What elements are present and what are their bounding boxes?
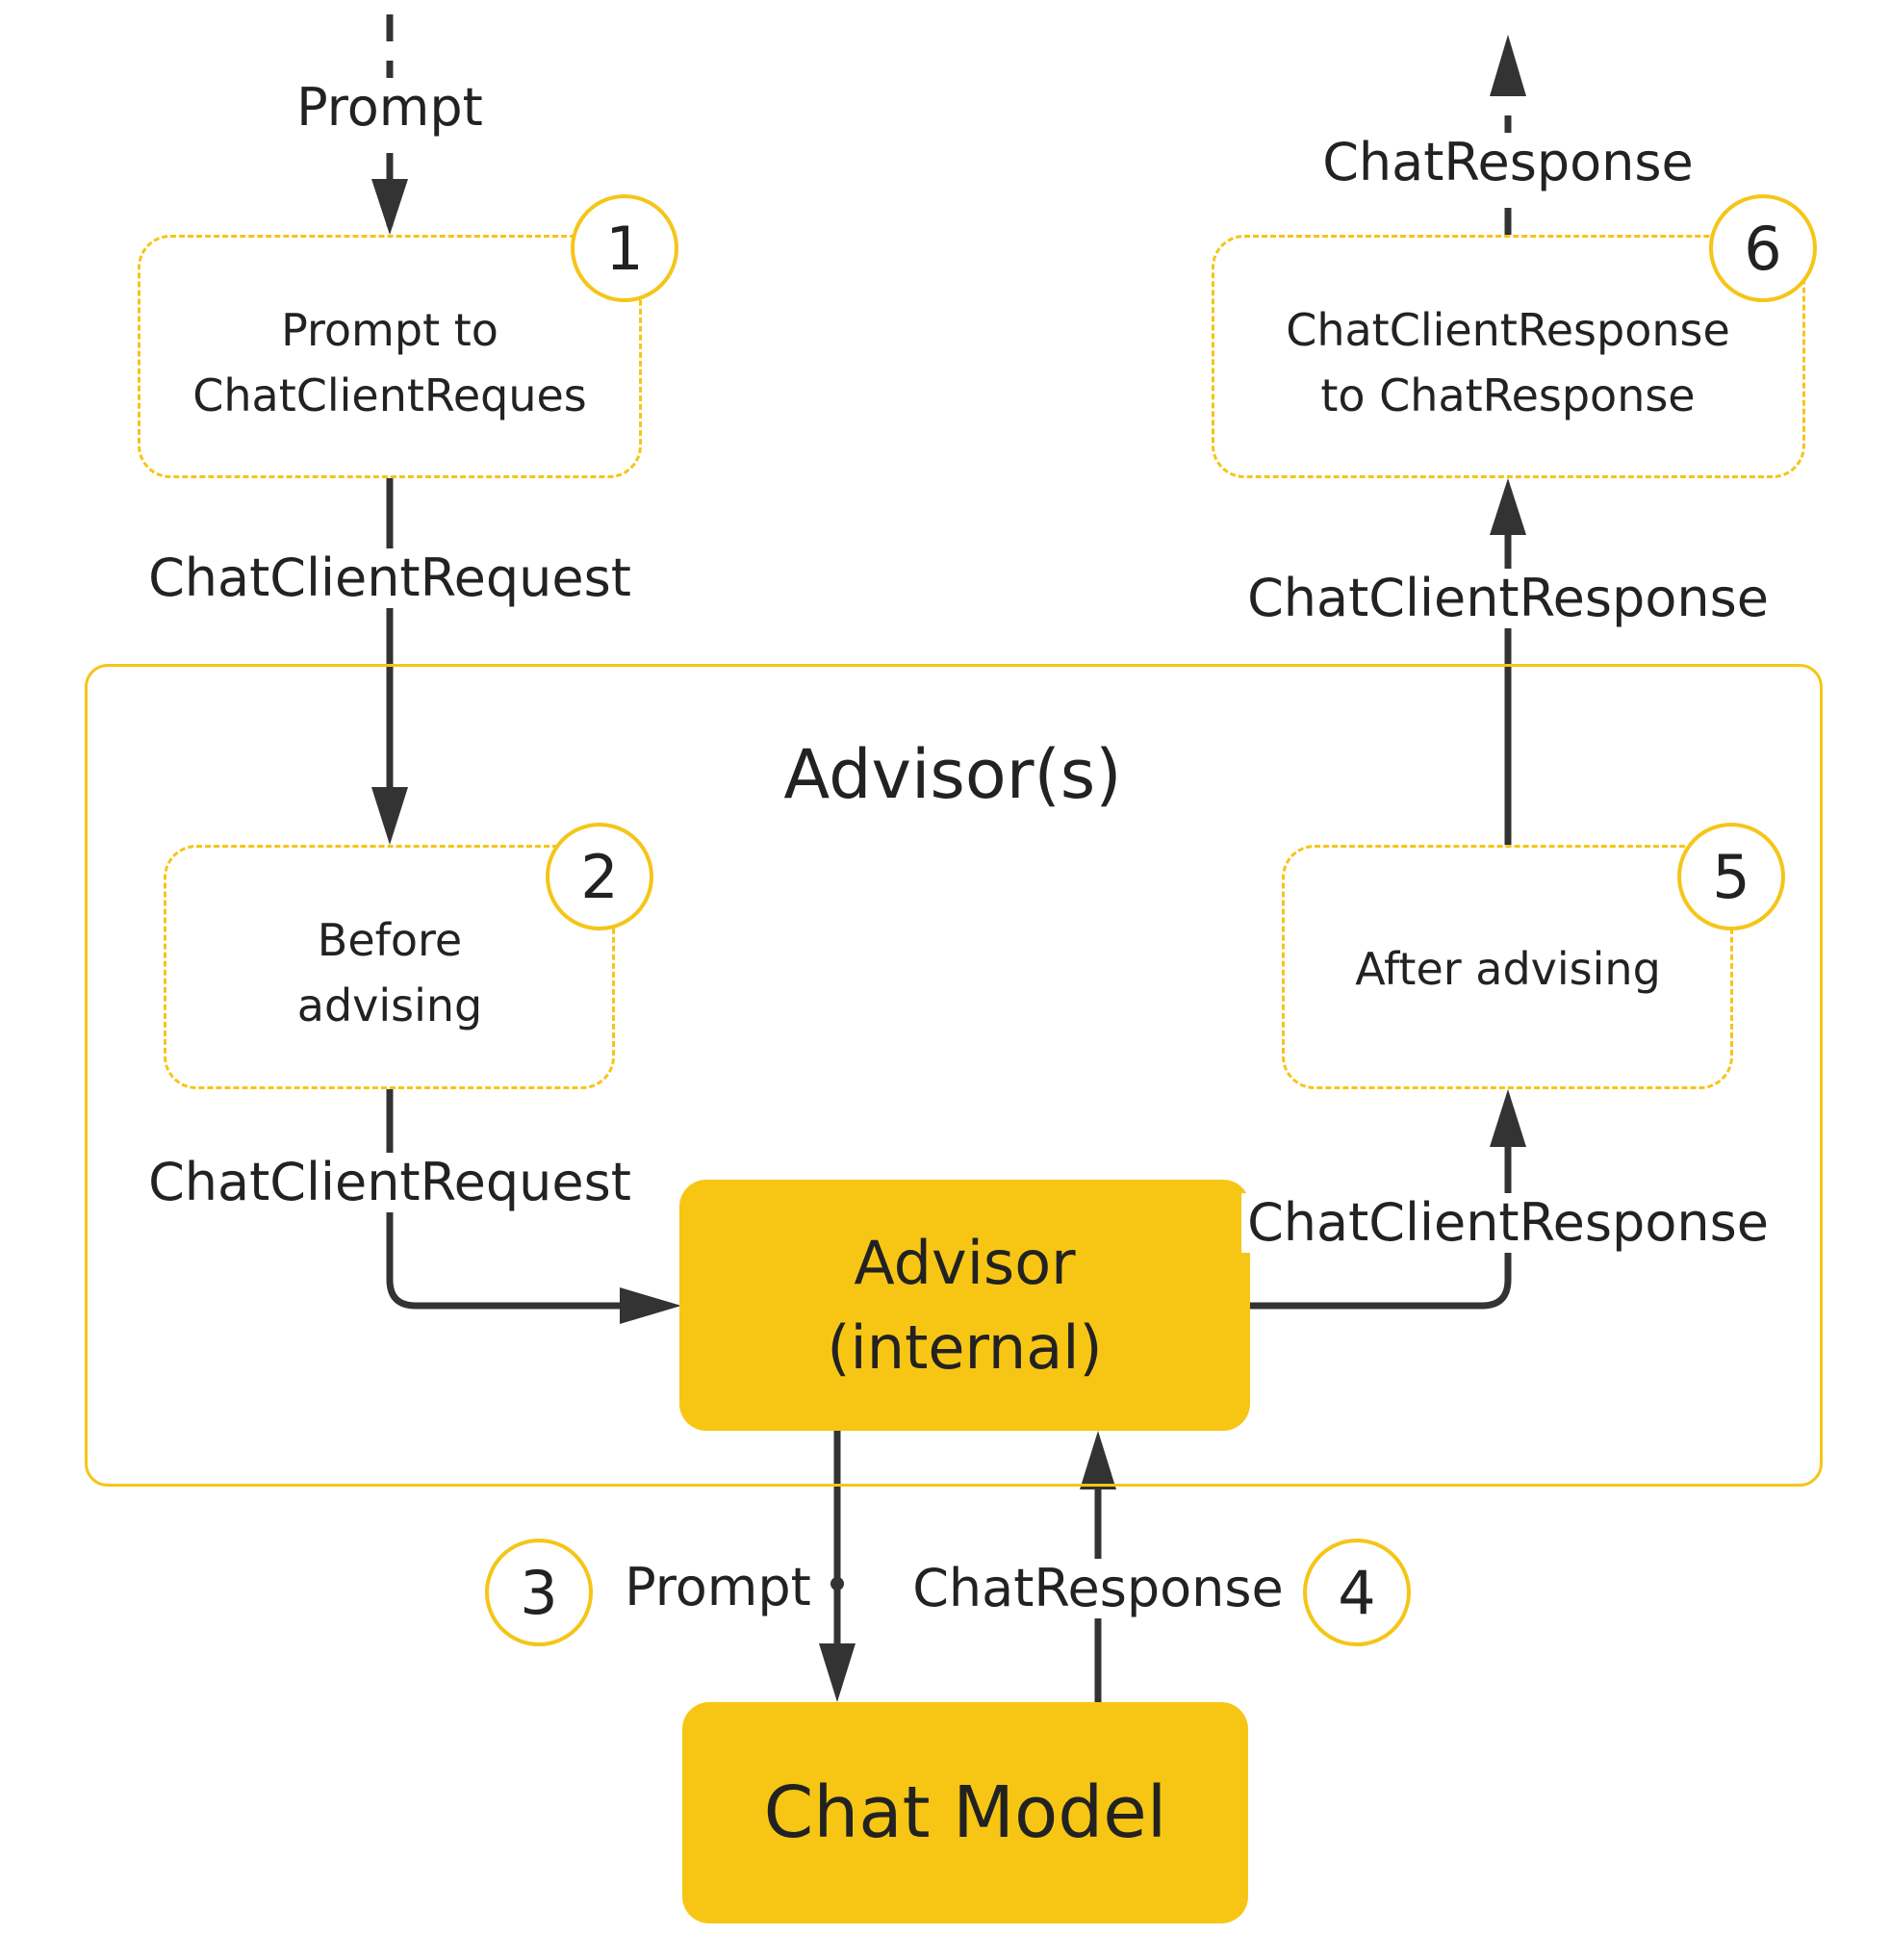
advisors-group-title: Advisor(s) <box>783 735 1122 814</box>
advisor-internal-box: Advisor (internal) <box>679 1180 1250 1431</box>
stage-6-box <box>1212 235 1805 478</box>
stage-6-line-2: to ChatResponse <box>1320 369 1696 421</box>
edge-label-response-out: ChatResponse <box>1316 133 1699 192</box>
advisor-internal-line-1: Advisor <box>854 1227 1076 1298</box>
chat-model-label: Chat Model <box>763 1771 1167 1854</box>
stage-1-badge: 1 <box>571 194 678 302</box>
edge-request-2 <box>386 1089 626 1310</box>
edge-dot <box>830 1577 844 1591</box>
arrowhead-prompt-in <box>371 179 408 235</box>
edge-response-1 <box>1250 1143 1512 1310</box>
stage-1-text: Prompt to ChatClientReques <box>192 297 587 428</box>
stage-1-line-2: ChatClientReques <box>192 369 587 421</box>
advisor-internal-line-2: (internal) <box>827 1311 1103 1383</box>
arrowhead-prompt-to-model <box>819 1643 856 1702</box>
arrowhead-response-1 <box>1490 1089 1526 1147</box>
advisor-internal-label: Advisor (internal) <box>827 1221 1102 1390</box>
arrowhead-response-2 <box>1490 478 1526 535</box>
edge-label-request-1: ChatClientRequest <box>142 548 637 608</box>
edge-label-request-2: ChatClientRequest <box>142 1153 637 1212</box>
edge-label-response-2: ChatClientResponse <box>1241 569 1775 628</box>
stage-2-text: Before advising <box>297 907 483 1038</box>
stage-4-badge: 4 <box>1303 1539 1411 1646</box>
stage-1-box <box>138 235 642 478</box>
stage-5-line-1: After advising <box>1355 943 1661 995</box>
arrowhead-request-1 <box>371 787 408 845</box>
stage-1-line-1: Prompt to <box>281 304 498 356</box>
chat-model-box: Chat Model <box>682 1702 1248 1923</box>
advisors-group <box>85 664 1823 1487</box>
stage-2-line-1: Before <box>317 914 463 966</box>
stage-2-badge: 2 <box>546 823 653 930</box>
stage-2-line-2: advising <box>296 980 483 1031</box>
stage-6-line-1: ChatClientResponse <box>1286 304 1730 356</box>
stage-6-text: ChatClientResponse to ChatResponse <box>1286 297 1730 428</box>
stage-2-box <box>164 845 615 1089</box>
arrowhead-response-from-model <box>1080 1431 1116 1489</box>
edge-label-prompt-in: Prompt <box>291 78 489 138</box>
arrowhead-request-2 <box>620 1287 681 1324</box>
stage-5-text: After advising <box>1355 936 1661 1002</box>
stage-5-box <box>1282 845 1733 1089</box>
edge-label-prompt-to-model: Prompt <box>625 1557 811 1617</box>
arrowhead-response-out <box>1490 35 1526 96</box>
edge-label-response-from-model: ChatResponse <box>907 1559 1290 1618</box>
stage-3-badge: 3 <box>485 1539 593 1646</box>
edge-label-response-1: ChatClientResponse <box>1241 1193 1775 1253</box>
stage-6-badge: 6 <box>1709 194 1817 302</box>
stage-5-badge: 5 <box>1677 823 1785 930</box>
